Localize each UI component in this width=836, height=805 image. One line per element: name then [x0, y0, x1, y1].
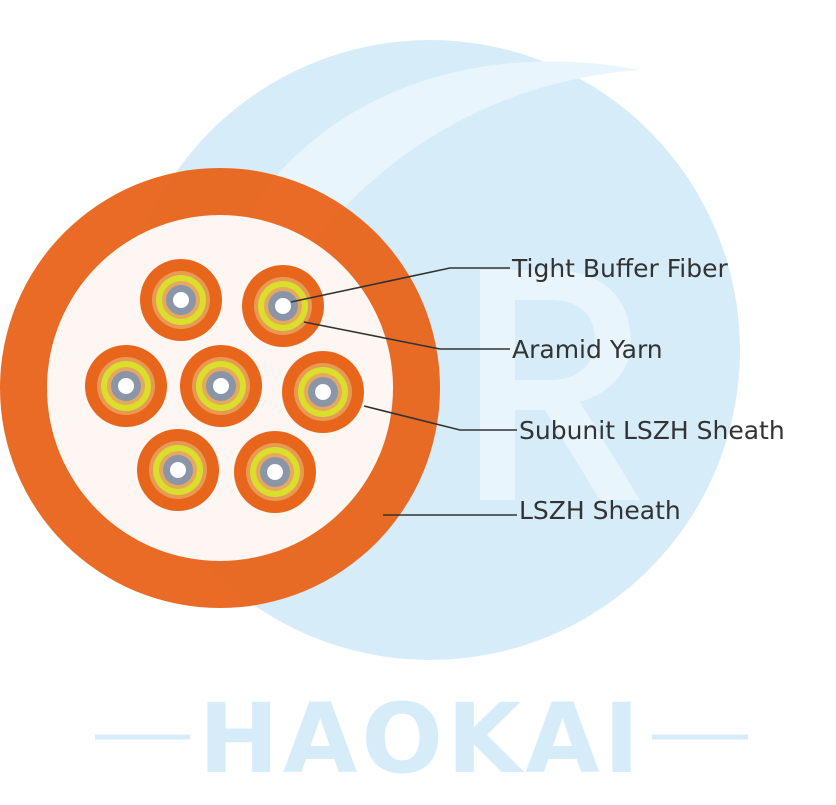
fiber-core	[275, 298, 291, 314]
fiber-core	[213, 378, 229, 394]
fiber-core	[315, 384, 331, 400]
subunit-5	[282, 351, 364, 433]
leader-line-tight-buffer	[290, 267, 510, 303]
label-tight-buffer-fiber: Tight Buffer Fiber	[511, 254, 728, 283]
subunits-group	[85, 259, 364, 513]
subunit-2	[242, 265, 324, 347]
cable	[0, 168, 440, 608]
leader-line-subunit-sheath	[363, 405, 517, 431]
watermark-text: HAOKAI	[199, 683, 644, 795]
leader-lines	[290, 267, 517, 516]
label-lszh-sheath: LSZH Sheath	[519, 496, 681, 525]
fiber-core	[118, 378, 134, 394]
subunit-3	[85, 345, 167, 427]
labels: Tight Buffer Fiber Aramid Yarn Subunit L…	[511, 254, 785, 525]
leader-line-aramid-yarn	[303, 321, 510, 350]
subunit-7	[234, 431, 316, 513]
label-subunit-lszh-sheath: Subunit LSZH Sheath	[519, 416, 785, 445]
label-aramid-yarn: Aramid Yarn	[512, 335, 663, 364]
watermark-letter-r	[480, 270, 640, 500]
fiber-core	[170, 462, 186, 478]
subunit-1	[140, 259, 222, 341]
fiber-core	[173, 292, 189, 308]
subunit-6	[137, 429, 219, 511]
subunit-4	[180, 345, 262, 427]
fiber-core	[267, 464, 283, 480]
